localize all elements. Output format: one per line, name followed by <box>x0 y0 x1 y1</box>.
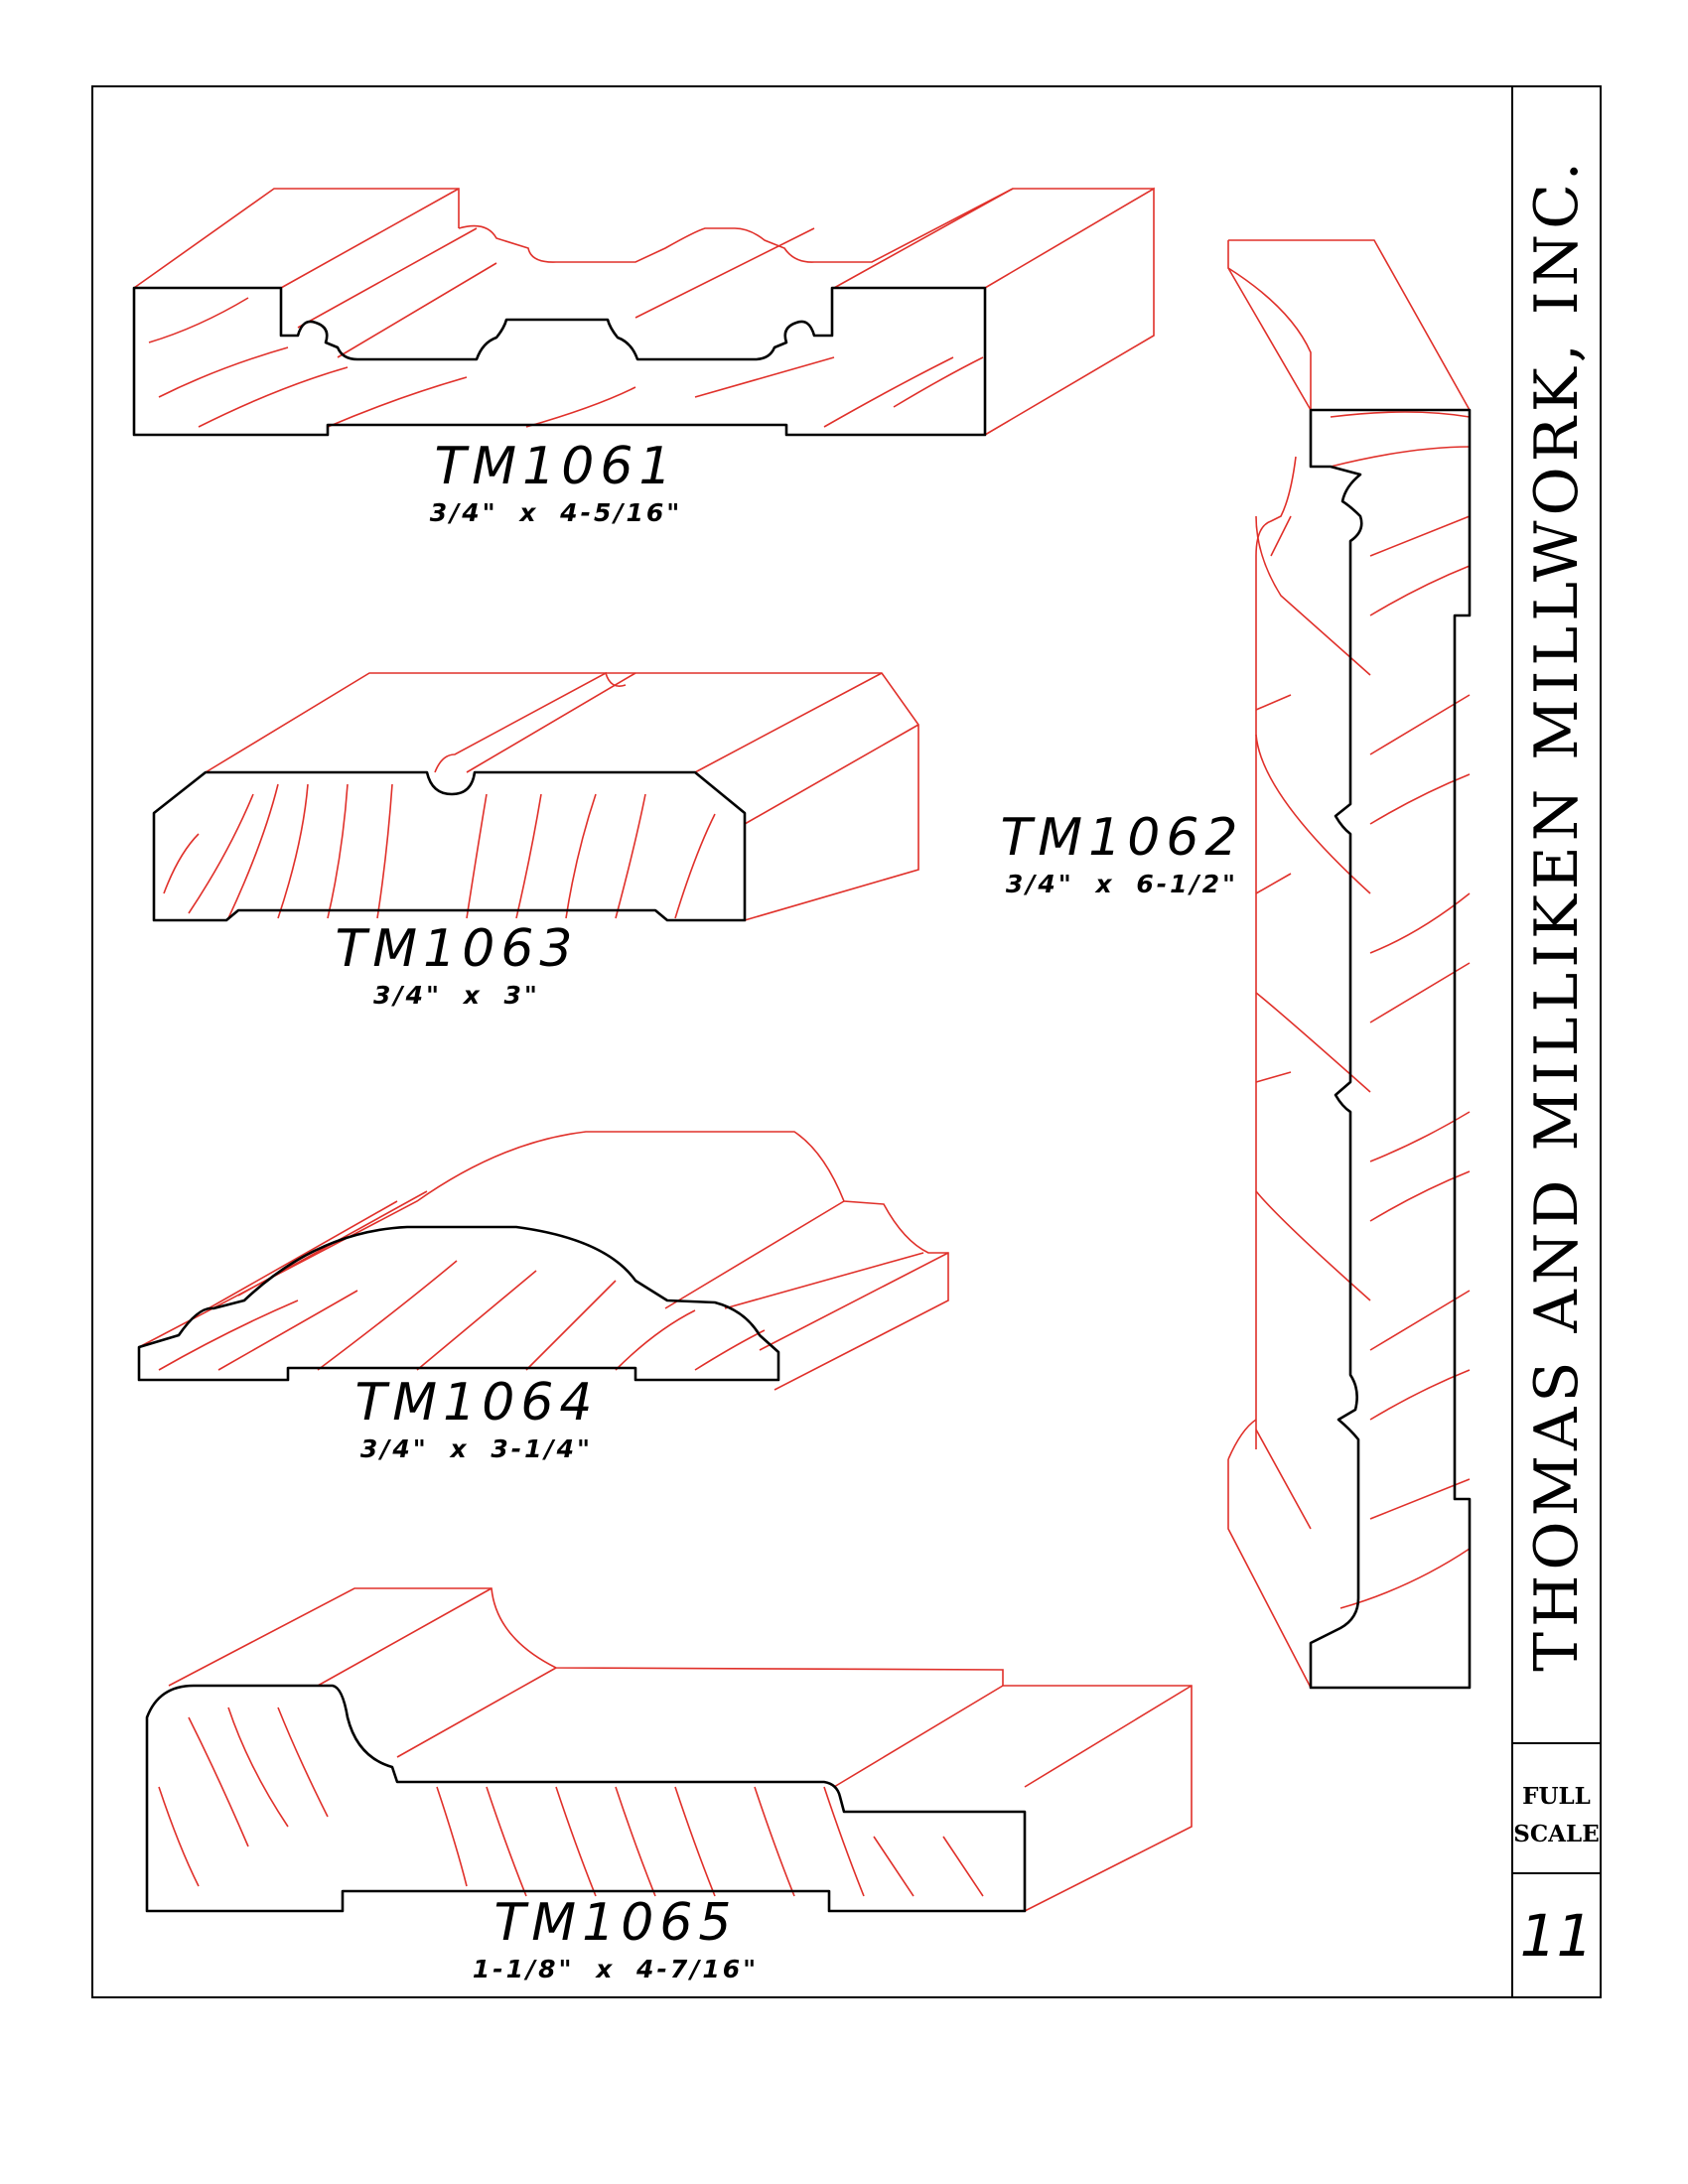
page-number: 11 <box>1511 1872 1602 1998</box>
profile-size: 3/4" x 3" <box>373 981 540 1010</box>
scale-line-1: FULL <box>1522 1783 1591 1810</box>
profile-code: TM1063 <box>335 919 579 979</box>
profile-size: 3/4" x 3-1/4" <box>359 1434 594 1463</box>
profile-size: 3/4" x 4-5/16" <box>429 498 683 527</box>
profile-label-tm1061: TM1061 3/4" x 4-5/16" <box>377 437 735 530</box>
profile-label-tm1064: TM1064 3/4" x 3-1/4" <box>298 1373 655 1466</box>
scale-note: FULL SCALE <box>1511 1778 1602 1853</box>
profile-tm1061 <box>132 187 1155 437</box>
profile-code: TM1062 <box>1000 808 1244 868</box>
profile-label-tm1062: TM1062 3/4" x 6-1/2" <box>953 808 1291 901</box>
profile-label-tm1063: TM1063 3/4" x 3" <box>298 919 616 1013</box>
scale-line-2: SCALE <box>1513 1821 1600 1847</box>
profile-tm1062 <box>1227 239 1472 1690</box>
profile-code: TM1061 <box>434 437 678 496</box>
profile-tm1065 <box>145 1587 1193 1913</box>
profile-code: TM1064 <box>354 1373 599 1433</box>
profile-size: 3/4" x 6-1/2" <box>1005 870 1239 898</box>
title-divider <box>1511 85 1513 1998</box>
profile-code: TM1065 <box>493 1893 738 1953</box>
profile-label-tm1065: TM1065 1-1/8" x 4-7/16" <box>427 1893 804 1986</box>
profile-size: 1-1/8" x 4-7/16" <box>472 1955 760 1983</box>
profile-tm1063 <box>152 671 919 922</box>
profile-tm1064 <box>137 1131 949 1391</box>
